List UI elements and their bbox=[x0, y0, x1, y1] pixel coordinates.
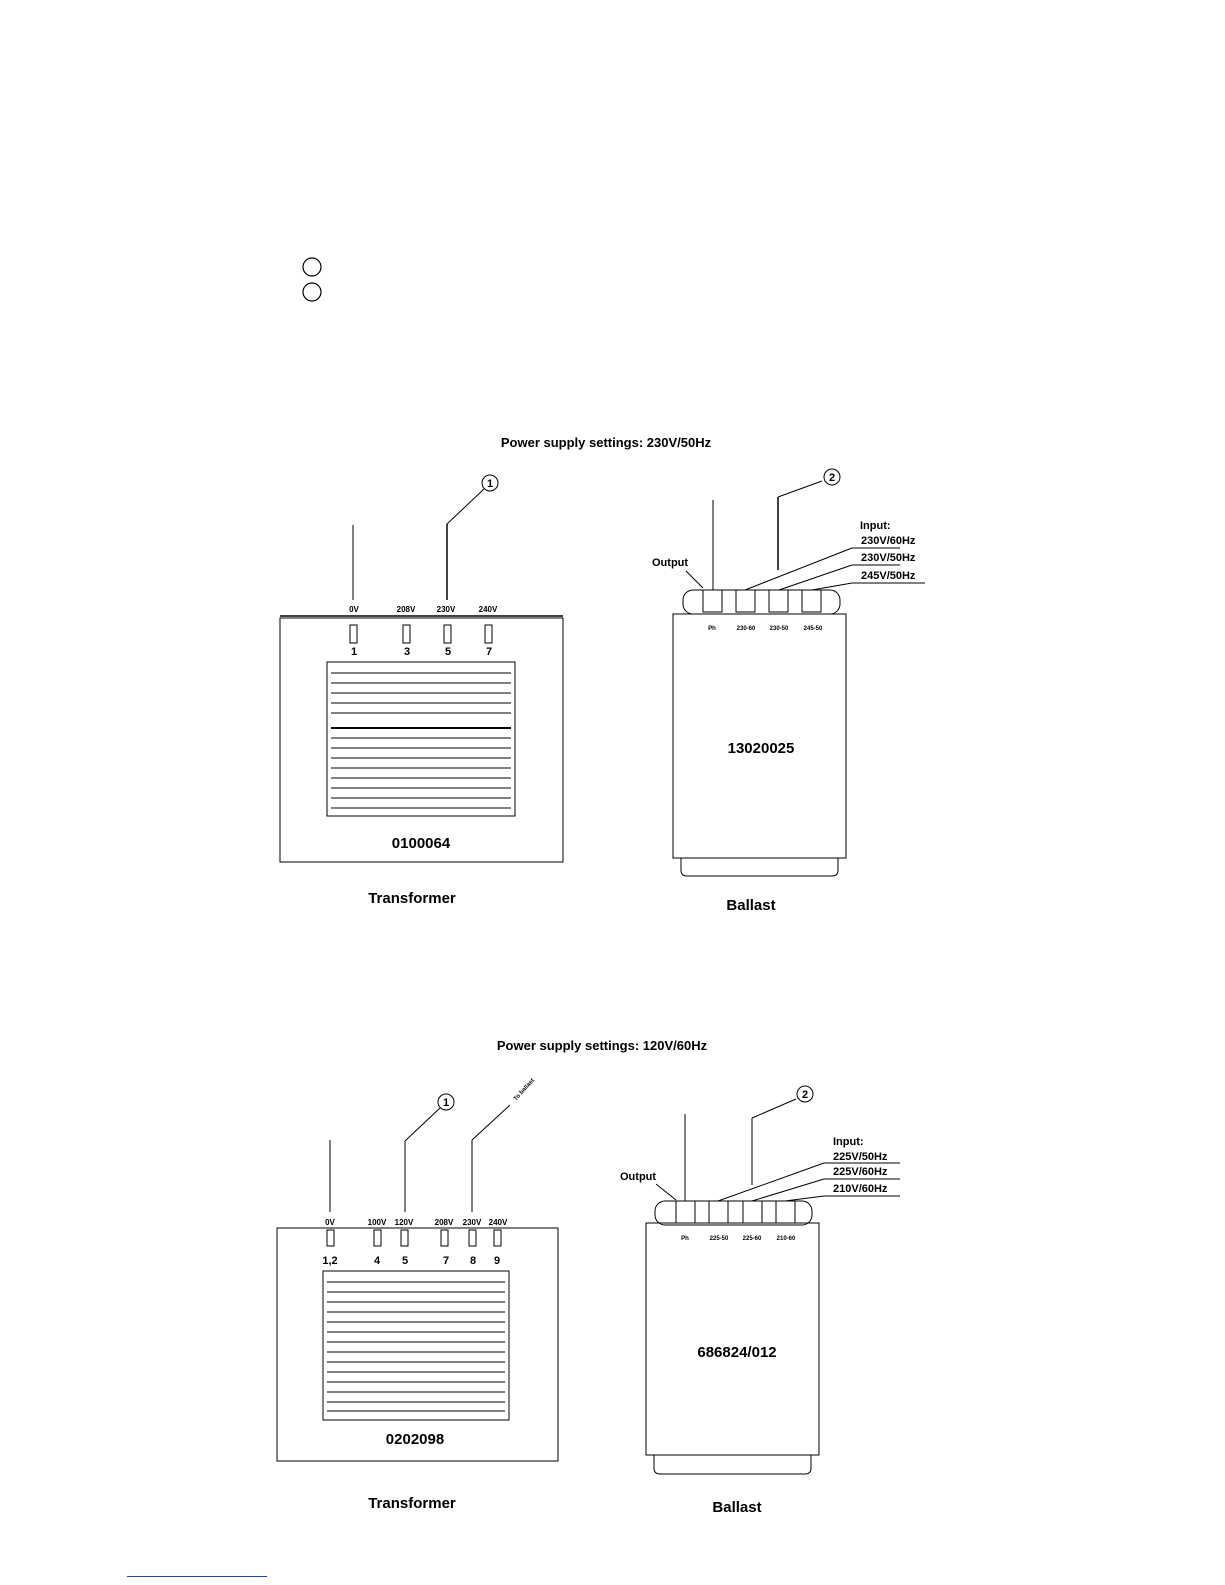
transformer-caption: Transformer bbox=[368, 1495, 456, 1512]
to-ballast-leader bbox=[471, 1104, 511, 1141]
terminal-tab bbox=[443, 624, 452, 644]
winding-lines bbox=[327, 1281, 505, 1412]
terminal-tab bbox=[468, 1229, 477, 1247]
ballast-terminal: 230-60 bbox=[737, 626, 756, 632]
ballast-terminal: 245-50 bbox=[804, 626, 823, 632]
output-label: Output bbox=[620, 1171, 656, 1183]
output-label: Output bbox=[652, 557, 688, 569]
connector-block bbox=[675, 1200, 696, 1224]
connector-strip bbox=[654, 1200, 813, 1226]
input-option: 225V/60Hz bbox=[833, 1166, 888, 1178]
connector-block bbox=[708, 1200, 729, 1224]
ballast-caption: Ballast bbox=[726, 897, 775, 914]
terminal-tab bbox=[493, 1229, 502, 1247]
callout-leader-2 bbox=[777, 480, 823, 498]
top-title: Power supply settings: 230V/50Hz bbox=[501, 435, 712, 450]
ballast-terminal: Ph bbox=[708, 626, 716, 632]
ballast-body bbox=[672, 613, 847, 859]
tap-voltage: 240V bbox=[489, 1218, 508, 1227]
terminal-number: 3 bbox=[404, 646, 410, 658]
tap-voltage: 0V bbox=[325, 1218, 335, 1227]
connector-block bbox=[775, 1200, 796, 1224]
terminal-number: 5 bbox=[445, 646, 451, 658]
tap-voltage: 240V bbox=[479, 605, 498, 614]
input-option: 230V/60Hz bbox=[861, 535, 916, 547]
terminal-tab bbox=[440, 1229, 449, 1247]
callout-circle-2 bbox=[796, 1085, 814, 1103]
ballast-terminal: 230-50 bbox=[770, 626, 789, 632]
tap-voltage: 208V bbox=[397, 605, 416, 614]
callout-circle-1 bbox=[481, 474, 499, 492]
ballast-terminal: 225-50 bbox=[710, 1236, 729, 1242]
tap-voltage: 230V bbox=[437, 605, 456, 614]
winding-lines bbox=[331, 672, 511, 809]
connector-strip bbox=[682, 589, 841, 615]
legend-circle-1 bbox=[302, 257, 322, 277]
top-transformer: 1 0V 208V 230V 240V 1 3 5 7 bbox=[279, 474, 564, 863]
input-option: 225V/50Hz bbox=[833, 1151, 888, 1163]
terminal-number: 1 bbox=[351, 646, 357, 658]
legend-circle-2 bbox=[302, 282, 322, 302]
input-label: Input: bbox=[860, 520, 891, 532]
ballast-part-number: 13020025 bbox=[728, 740, 795, 757]
terminal-tab bbox=[349, 624, 358, 644]
connector-block bbox=[801, 589, 822, 613]
terminal-tab bbox=[373, 1229, 382, 1247]
bottom-ballast: 2 Output Input: 225V/50Hz 225V/60Hz 210V… bbox=[620, 1085, 900, 1475]
winding-core bbox=[326, 661, 516, 817]
callout-number: 1 bbox=[487, 478, 493, 490]
tap-voltage: 0V bbox=[349, 605, 359, 614]
terminal-number: 9 bbox=[494, 1255, 500, 1267]
callout-leader-1 bbox=[446, 488, 485, 525]
tap-voltage: 230V bbox=[463, 1218, 482, 1227]
ballast-terminal: Ph bbox=[681, 1236, 689, 1242]
terminal-number: 7 bbox=[443, 1255, 449, 1267]
input-option: 245V/50Hz bbox=[861, 570, 916, 582]
callout-circle-1 bbox=[437, 1093, 455, 1111]
input-option: 230V/50Hz bbox=[861, 552, 916, 564]
callout-leader-2 bbox=[751, 1098, 797, 1119]
ballast-base bbox=[680, 858, 839, 877]
terminal-number: 7 bbox=[486, 646, 492, 658]
terminal-tab bbox=[326, 1229, 335, 1247]
callout-number: 1 bbox=[443, 1097, 449, 1109]
transformer-part-number: 0202098 bbox=[386, 1431, 444, 1448]
tap-voltage: 208V bbox=[435, 1218, 454, 1227]
ballast-body bbox=[645, 1222, 820, 1456]
terminal-number: 1,2 bbox=[322, 1255, 337, 1267]
winding-core bbox=[322, 1270, 510, 1421]
ballast-terminal: 225-60 bbox=[743, 1236, 762, 1242]
input-label: Input: bbox=[833, 1136, 864, 1148]
terminal-number: 8 bbox=[470, 1255, 476, 1267]
transformer-part-number: 0100064 bbox=[392, 835, 451, 852]
connector-block bbox=[735, 589, 756, 613]
transformer-caption: Transformer bbox=[368, 890, 456, 907]
ballast-caption: Ballast bbox=[712, 1499, 761, 1516]
ballast-base bbox=[653, 1455, 812, 1475]
top-ballast: 2 Output Input: 230V/60Hz 230V/50Hz 245V… bbox=[652, 468, 925, 877]
terminal-tab bbox=[484, 624, 493, 644]
callout-leader-1 bbox=[404, 1107, 441, 1142]
callout-number: 2 bbox=[802, 1089, 808, 1101]
tap-voltage: 100V bbox=[368, 1218, 387, 1227]
terminal-tab bbox=[400, 1229, 409, 1247]
connector-block bbox=[768, 589, 789, 613]
terminal-number: 5 bbox=[402, 1255, 408, 1267]
input-option: 210V/60Hz bbox=[833, 1183, 888, 1195]
ballast-part-number: 686824/012 bbox=[697, 1344, 776, 1361]
bottom-transformer: 1 To ballast 0V 100V 120V 208V 230V 240V… bbox=[276, 1078, 559, 1462]
footnote-rule bbox=[127, 1576, 267, 1577]
callout-circle-2 bbox=[823, 468, 841, 486]
connector-block bbox=[742, 1200, 763, 1224]
ballast-terminal: 210-60 bbox=[777, 1236, 796, 1242]
bottom-title: Power supply settings: 120V/60Hz bbox=[497, 1038, 708, 1053]
tap-voltage: 120V bbox=[395, 1218, 414, 1227]
terminal-tab bbox=[402, 624, 411, 644]
to-ballast-label: To ballast bbox=[513, 1078, 536, 1102]
callout-number: 2 bbox=[829, 472, 835, 484]
connector-block bbox=[702, 589, 723, 613]
terminal-number: 4 bbox=[374, 1255, 381, 1267]
